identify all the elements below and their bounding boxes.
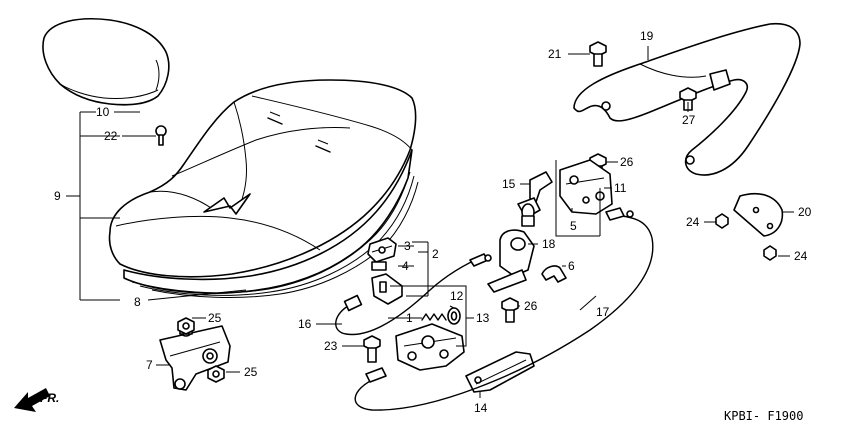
screw-24-upper [715, 213, 729, 229]
callout-25-lower: 25 [244, 365, 258, 379]
leader-lines [66, 46, 794, 398]
cable-16 [335, 253, 492, 336]
callout-24-upper: 24 [686, 215, 700, 229]
callout-1: 1 [406, 311, 413, 325]
callout-12: 12 [450, 289, 464, 303]
callout-8: 8 [134, 295, 141, 309]
seat-lock-13 [395, 323, 465, 371]
seat-striker-3 [367, 237, 397, 263]
collar-12 [447, 307, 461, 325]
cover-plate-20 [733, 192, 784, 237]
collar-4 [371, 261, 387, 271]
callout-2: 2 [432, 247, 439, 261]
callout-27: 27 [682, 113, 696, 127]
callout-3: 3 [404, 239, 411, 253]
screw-24-lower [763, 245, 777, 261]
backrest-pad [42, 18, 170, 106]
bolt-21 [589, 41, 607, 67]
seat-assembly [108, 79, 419, 298]
callout-26-upper: 26 [620, 155, 634, 169]
callout-11: 11 [614, 181, 627, 195]
callout-25-upper: 25 [208, 311, 222, 325]
bolt-26-lower [501, 297, 519, 323]
callout-9: 9 [54, 189, 61, 203]
callout-26-lower: 26 [524, 299, 538, 313]
callout-labels: 10 22 9 8 25 7 25 16 3 4 2 1 12 13 23 15… [54, 29, 812, 415]
callout-24-lower: 24 [794, 249, 808, 263]
striker-plate [371, 273, 403, 305]
front-direction-arrow [14, 388, 50, 412]
callout-5: 5 [570, 219, 577, 233]
screw-22 [155, 125, 167, 146]
lock-housing-18 [487, 229, 535, 293]
front-direction-label: FR. [40, 391, 59, 405]
diagram-code: KPBI- F1900 [724, 409, 803, 423]
nut-25-lower [207, 365, 225, 383]
grab-rail-19 [573, 22, 801, 176]
bolt-23 [363, 335, 381, 363]
callout-10: 10 [96, 105, 110, 119]
spring-1 [421, 313, 447, 321]
callout-13: 13 [476, 311, 490, 325]
callout-15: 15 [502, 177, 516, 191]
callout-20: 20 [798, 205, 812, 219]
callout-22: 22 [104, 129, 118, 143]
callout-6: 6 [568, 259, 575, 273]
callout-14: 14 [474, 401, 488, 415]
callout-7: 7 [146, 358, 153, 372]
callout-16: 16 [298, 317, 312, 331]
callout-23: 23 [324, 339, 338, 353]
callout-18: 18 [542, 237, 556, 251]
callout-17: 17 [596, 305, 610, 319]
nut-25-upper [177, 317, 195, 335]
callout-4: 4 [402, 259, 409, 273]
cable-17 [354, 207, 654, 411]
cover-14 [465, 351, 535, 393]
lock-cylinder [517, 197, 541, 227]
seat-catch-11 [559, 159, 613, 215]
callout-19: 19 [640, 29, 654, 43]
clip-6 [541, 265, 567, 283]
callout-21: 21 [548, 47, 562, 61]
